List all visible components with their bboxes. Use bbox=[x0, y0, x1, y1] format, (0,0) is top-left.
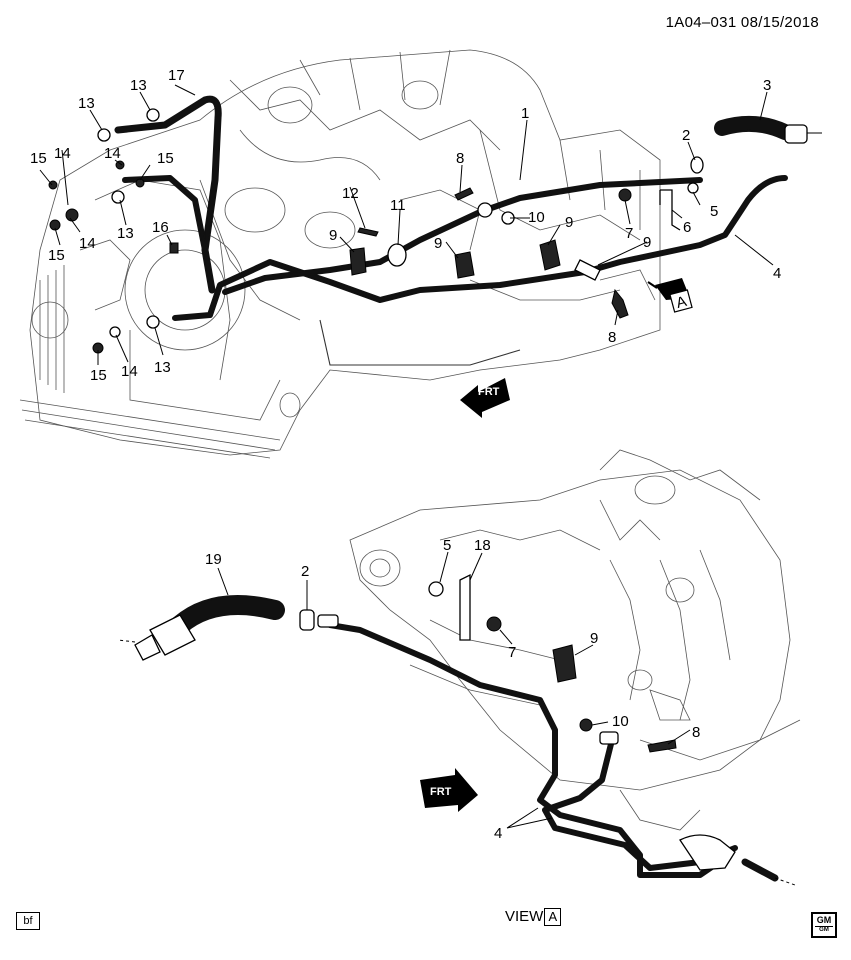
frt-arrow-upper: FRT bbox=[460, 378, 510, 418]
callout-2: 2 bbox=[682, 127, 690, 144]
hose-19 bbox=[117, 595, 339, 661]
drawing-code: 1A04–031 08/15/2018 bbox=[665, 14, 819, 31]
callout-10-lower: 10 bbox=[612, 713, 629, 730]
callout-7-lower: 7 bbox=[508, 644, 516, 661]
callout-15d: 15 bbox=[90, 367, 107, 384]
upper-cooler-hose-17 bbox=[114, 95, 222, 294]
frt-arrow-lower: FRT bbox=[420, 768, 478, 812]
callout-18: 18 bbox=[474, 537, 491, 554]
callout-14b: 14 bbox=[104, 145, 121, 162]
gm-logo-text: GM bbox=[816, 915, 832, 925]
callout-6: 6 bbox=[683, 219, 691, 236]
callout-9d: 9 bbox=[643, 234, 651, 251]
callout-4-lower: 4 bbox=[494, 825, 502, 842]
upper-small-parts bbox=[48, 108, 704, 354]
lower-small-parts bbox=[428, 573, 677, 753]
callout-17: 17 bbox=[168, 67, 185, 84]
upper-cooler-line-1 bbox=[222, 177, 703, 295]
upper-engine-sketch bbox=[19, 49, 661, 459]
lower-leaders bbox=[217, 551, 691, 829]
view-a-letter: A bbox=[674, 293, 688, 312]
callout-19: 19 bbox=[205, 551, 222, 568]
hose-3 bbox=[714, 115, 822, 144]
callout-15b: 15 bbox=[157, 150, 174, 167]
callout-14c: 14 bbox=[79, 235, 96, 252]
callout-7: 7 bbox=[625, 225, 633, 242]
gm-logo-sub: GM bbox=[815, 926, 833, 934]
callout-8b: 8 bbox=[608, 329, 616, 346]
callout-2-lower: 2 bbox=[301, 563, 309, 580]
callout-15a: 15 bbox=[30, 150, 47, 167]
callout-5-lower: 5 bbox=[443, 537, 451, 554]
upper-cooler-line-short bbox=[122, 175, 208, 253]
callout-8-lower: 8 bbox=[692, 724, 700, 741]
lower-cooler-line-4-a bbox=[327, 622, 728, 878]
callout-12: 12 bbox=[342, 185, 359, 202]
upper-leaders bbox=[39, 84, 774, 365]
lower-line-end bbox=[679, 834, 796, 886]
callout-4: 4 bbox=[773, 265, 781, 282]
lower-transmission-sketch bbox=[349, 449, 801, 831]
callout-9a: 9 bbox=[329, 227, 337, 244]
callout-14d: 14 bbox=[121, 363, 138, 380]
callout-13c: 13 bbox=[117, 225, 134, 242]
callout-9b: 9 bbox=[434, 235, 442, 252]
lower-callouts: 19 2 5 18 7 9 10 8 4 bbox=[205, 537, 700, 842]
frt-label-upper: FRT bbox=[478, 386, 500, 398]
frt-label-lower: FRT bbox=[430, 786, 452, 798]
callout-15c: 15 bbox=[48, 247, 65, 264]
callout-10: 10 bbox=[528, 209, 545, 226]
upper-callouts: 1 2 3 4 5 6 7 8 8 9 9 9 9 10 11 12 13 13… bbox=[30, 67, 781, 384]
bf-badge: bf bbox=[16, 912, 40, 930]
callout-16: 16 bbox=[152, 219, 169, 236]
lower-cooler-line-4-b bbox=[542, 737, 738, 871]
callout-11: 11 bbox=[390, 197, 406, 214]
callout-13b: 13 bbox=[78, 95, 95, 112]
callout-9-lower: 9 bbox=[590, 630, 598, 647]
view-label-text: VIEW bbox=[505, 908, 544, 925]
callout-1: 1 bbox=[521, 105, 529, 122]
callout-3: 3 bbox=[763, 77, 771, 94]
callout-14a: 14 bbox=[54, 145, 71, 162]
callout-9c: 9 bbox=[565, 214, 573, 231]
upper-cooler-line-4 bbox=[172, 175, 788, 321]
callout-5: 5 bbox=[710, 203, 718, 220]
callout-13d: 13 bbox=[154, 359, 171, 376]
callout-8a: 8 bbox=[456, 150, 464, 167]
view-label-box: A bbox=[544, 908, 562, 926]
view-a-arrow: A bbox=[647, 278, 693, 313]
callout-13a: 13 bbox=[130, 77, 147, 94]
